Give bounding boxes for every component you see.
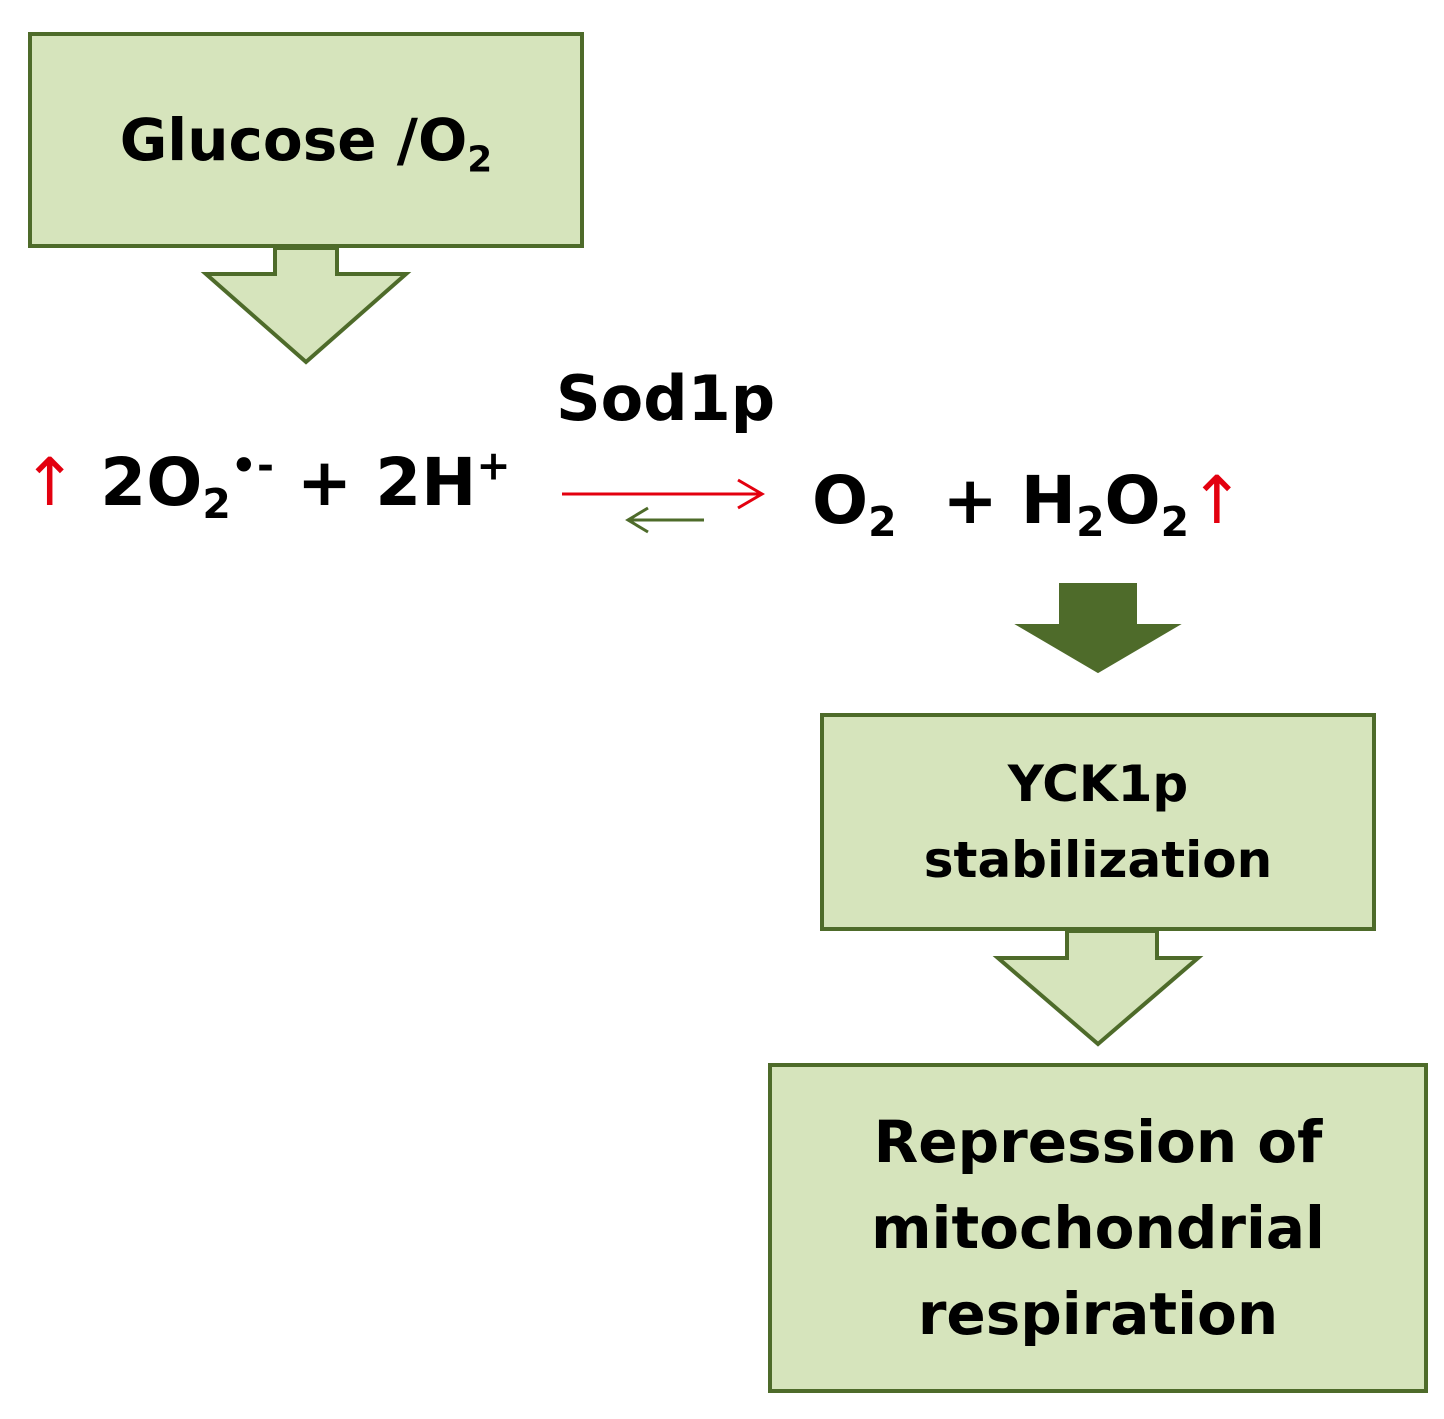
stabilization-label: stabilization [923,831,1273,889]
repression-label-line1: Repression of [873,1108,1323,1176]
down-arrow-icon [1014,583,1182,674]
superoxide-subscript: 2 [202,480,231,529]
yck1p-stabilization-box: YCK1p stabilization [820,713,1376,931]
proton-term: 2H [375,444,477,521]
glucose-o2-label: Glucose /O2 [119,106,493,178]
plus-hydrogen-term: + H [896,462,1077,539]
up-arrow-icon: ↑ [1189,462,1245,539]
oxygen-subscript: 2 [868,498,897,547]
repression-respiration-box: Repression of mitochondrial respiration [768,1063,1428,1393]
sod1p-enzyme-label: Sod1p [556,362,776,435]
repression-label-line2: mitochondrial [871,1194,1325,1262]
reverse-reaction-arrow [625,506,704,534]
o2-subscript: 2 [467,139,493,181]
products-equation: O2 + H2O2↑ [812,462,1245,543]
superoxide-radical-superscript: •- [230,441,274,490]
reactants-equation: ↑ 2O2•- + 2H+ [22,441,511,525]
forward-reaction-arrow [562,478,765,510]
down-arrow-icon [200,246,412,365]
equilibrium-arrows-icon [562,478,765,534]
hydrogen-subscript: 2 [1076,498,1105,547]
proton-superscript: + [476,441,511,490]
superoxide-coefficient: 2O [100,444,203,521]
up-arrow-icon: ↑ [22,444,78,521]
down-arrow-icon [992,929,1204,1047]
peroxide-oxygen-term: O [1104,462,1161,539]
glucose-o2-text: Glucose /O [119,106,468,174]
glucose-o2-box: Glucose /O2 [28,32,584,248]
oxygen-term: O [812,462,869,539]
repression-label-line3: respiration [917,1280,1279,1348]
yck1p-label: YCK1p [1007,755,1189,813]
peroxide-oxygen-subscript: 2 [1160,498,1190,547]
plus-sign: + [273,444,376,521]
